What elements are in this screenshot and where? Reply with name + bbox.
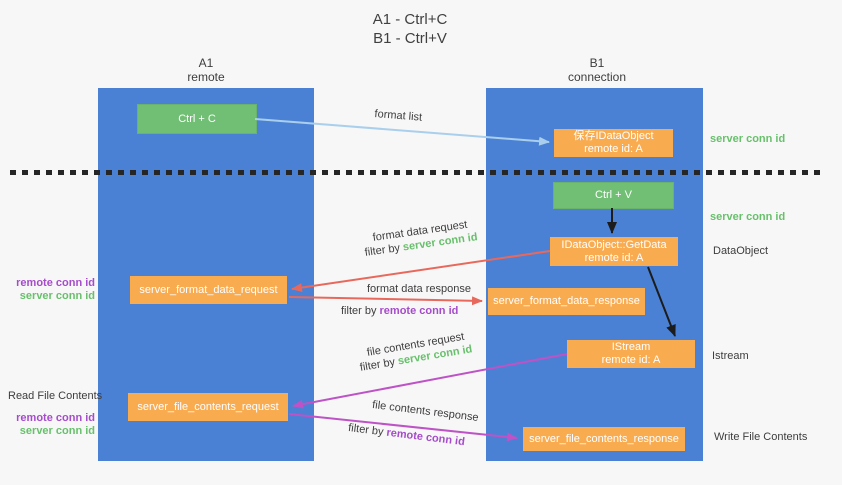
istream-label: Istream [712, 350, 749, 362]
server-format-data-response-box: server_format_data_response [488, 288, 645, 315]
remote-conn-id-label: remote conn id [16, 277, 95, 289]
filter-by-text: filter by [364, 241, 404, 259]
column-b-role: connection [567, 70, 627, 84]
filter-by-remote-conn-id-label-2: filter by remote conn id [348, 422, 466, 448]
filter-by-text: filter by [359, 355, 399, 374]
filter-by-remote-conn-id-label-1: filter by remote conn id [341, 305, 458, 317]
separator-dotted-line [10, 170, 825, 175]
read-file-contents-label: Read File Contents [8, 390, 103, 402]
server-file-contents-response-box: server_file_contents_response [523, 427, 685, 451]
save-idataobject-line2: remote id: A [584, 143, 643, 155]
getdata-line1: IDataObject::GetData [561, 238, 667, 251]
istream-line2: remote id: A [601, 354, 661, 366]
format-list-label: format list [374, 108, 423, 124]
format-data-response-arrow [288, 296, 483, 306]
server-format-data-request-box: server_format_data_request [130, 276, 287, 304]
getdata-line2: remote id: A [584, 251, 644, 264]
column-a-header: A1 remote [146, 56, 266, 84]
save-idataobject-line1: 保存IDataObject [573, 130, 654, 142]
server-file-contents-request-box: server_file_contents_request [128, 393, 288, 421]
dataobject-label: DataObject [713, 245, 769, 257]
remote-conn-id-text: remote conn id [379, 305, 459, 317]
remote-conn-id-text: remote conn id [385, 426, 466, 449]
conn-id-pair-bottom-left: remote conn id server conn id [10, 412, 95, 438]
write-file-contents-label: Write File Contents [714, 431, 808, 443]
column-b-name: B1 [589, 56, 605, 70]
istream-box: IStream remote id: A [567, 340, 695, 368]
title-line-2: B1 - Ctrl+V [373, 30, 447, 47]
filter-by-text: filter by [341, 305, 380, 317]
istream-line1: IStream [611, 341, 651, 353]
save-idataobject-box: 保存IDataObject remote id: A [554, 129, 673, 157]
conn-id-pair-top-left: remote conn id server conn id [10, 277, 95, 303]
ctrl-c-box: Ctrl + C [137, 104, 257, 134]
server-conn-id-label: server conn id [19, 290, 95, 302]
server-conn-id-label: server conn id [19, 425, 95, 437]
column-a-name: A1 [198, 56, 214, 70]
getdata-box: IDataObject::GetData remote id: A [550, 237, 678, 266]
remote-conn-id-label: remote conn id [16, 412, 95, 424]
server-conn-id-label-mid-right: server conn id [710, 211, 786, 223]
column-b-header: B1 connection [537, 56, 657, 84]
diagram-title: A1 - Ctrl+C B1 - Ctrl+V [310, 10, 510, 48]
filter-by-text: filter by [347, 422, 388, 439]
server-conn-id-label-top-right: server conn id [710, 133, 786, 145]
file-contents-response-label: file contents response [371, 399, 480, 424]
format-data-response-label: format data response [367, 283, 471, 295]
ctrl-v-box: Ctrl + V [553, 182, 674, 209]
column-a-role: remote [187, 70, 225, 84]
title-line-1: A1 - Ctrl+C [372, 11, 448, 28]
